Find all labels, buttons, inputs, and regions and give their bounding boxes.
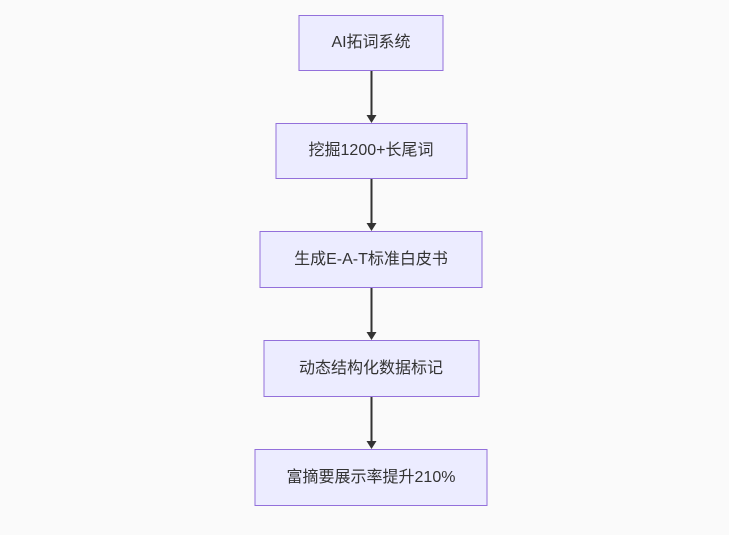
flowchart-node-structured-data-markup: 动态结构化数据标记: [263, 340, 479, 397]
flowchart-edge-4: [365, 397, 377, 449]
edge-line: [370, 71, 372, 115]
flowchart-node-longtail-mining: 挖掘1200+长尾词: [275, 123, 467, 179]
flowchart-edge-2: [365, 179, 377, 231]
node-label: 生成E-A-T标准白皮书: [294, 250, 448, 268]
flowchart-node-rich-snippet-uplift: 富摘要展示率提升210%: [254, 449, 488, 506]
arrow-down-icon: [366, 223, 376, 231]
arrow-down-icon: [366, 441, 376, 449]
edge-line: [370, 179, 372, 223]
arrow-down-icon: [366, 332, 376, 340]
flowchart-node-eat-whitepaper: 生成E-A-T标准白皮书: [259, 231, 483, 288]
node-label: 富摘要展示率提升210%: [286, 468, 456, 486]
edge-line: [370, 397, 372, 441]
flowchart: AI拓词系统 挖掘1200+长尾词 生成E-A-T标准白皮书 动态结构化数据标记: [254, 15, 488, 506]
edge-line: [370, 288, 372, 332]
node-label: 挖掘1200+长尾词: [308, 142, 434, 159]
arrow-down-icon: [366, 115, 376, 123]
flowchart-edge-1: [365, 71, 377, 123]
node-label: 动态结构化数据标记: [298, 359, 443, 377]
flowchart-node-ai-word-expansion: AI拓词系统: [298, 15, 444, 71]
node-label: AI拓词系统: [331, 34, 411, 51]
flowchart-edge-3: [365, 288, 377, 340]
